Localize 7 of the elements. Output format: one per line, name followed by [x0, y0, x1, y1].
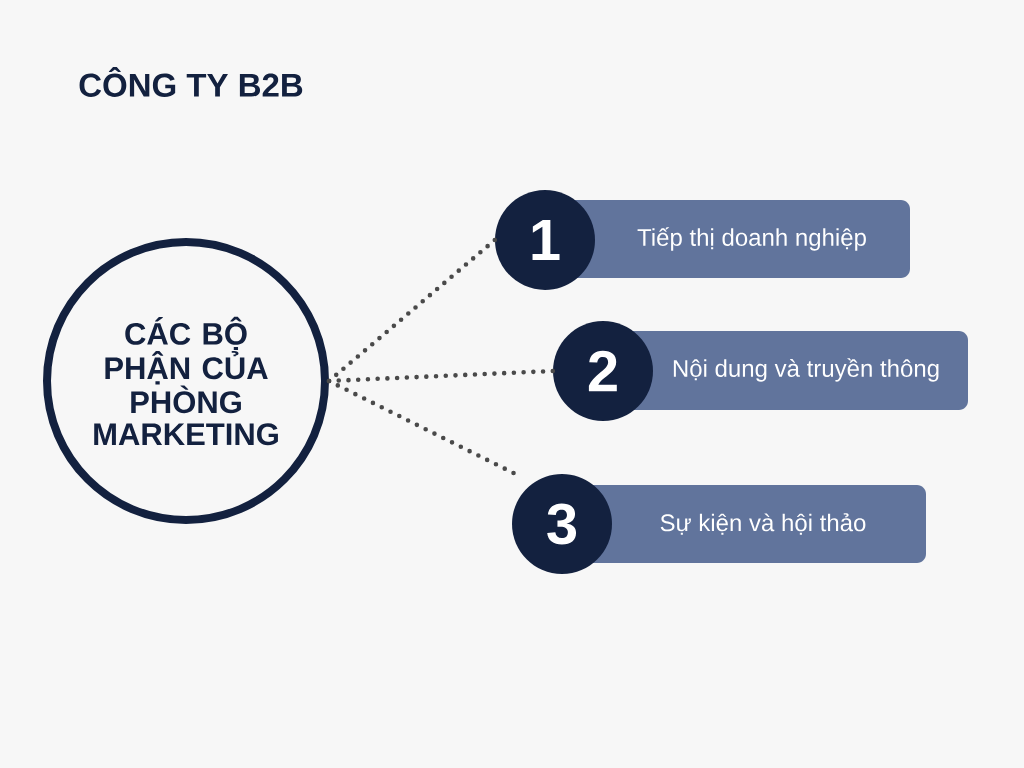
- label-tab: Tiếp thị doanh nghiệp: [560, 200, 910, 278]
- number-badge: 1: [495, 190, 595, 290]
- number-badge: 3: [512, 474, 612, 574]
- label-tab: Sự kiện và hội thảo: [575, 485, 926, 563]
- number-badge: 2: [553, 321, 653, 421]
- dotted-connector: [326, 378, 516, 476]
- title: CÔNG TY B2B: [79, 67, 303, 97]
